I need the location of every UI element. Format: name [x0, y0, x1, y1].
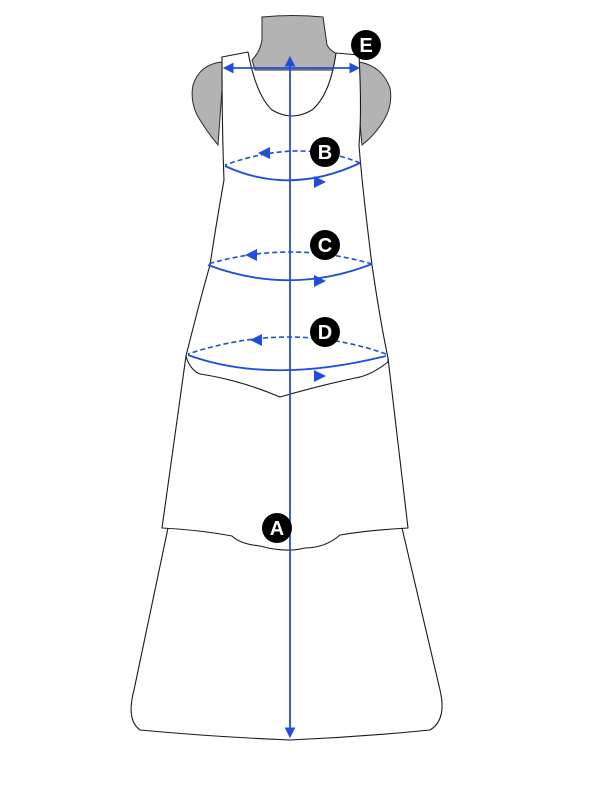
badge-waist-label: C: [318, 235, 332, 257]
dress-skirt: [130, 527, 443, 741]
badge-hip-circle: [310, 317, 340, 347]
badge-length: A: [262, 513, 292, 543]
arrowhead-hip-back: [250, 334, 262, 346]
badge-hip-label: D: [318, 322, 332, 344]
badge-hip: D: [310, 317, 340, 347]
badge-length-circle: [262, 513, 292, 543]
arrowhead-hip-front: [314, 370, 326, 382]
arrowhead-waist-back: [245, 249, 257, 261]
badge-shoulder-circle: [351, 30, 381, 60]
measure-waist-back: [207, 251, 373, 265]
arrowhead-bust-front: [314, 176, 326, 188]
badge-bust-label: B: [318, 142, 332, 164]
badge-bust: B: [310, 137, 340, 167]
badge-shoulder-label: E: [359, 35, 372, 57]
measure-hip-front: [187, 354, 387, 372]
badge-waist: C: [310, 230, 340, 260]
measure-hip-back: [187, 336, 387, 355]
dress-form: [191, 15, 392, 147]
measure-bust-front: [224, 162, 361, 182]
badge-shoulder: E: [351, 30, 381, 60]
badge-waist-circle: [310, 230, 340, 260]
badge-bust-circle: [310, 137, 340, 167]
arrowhead-bust-back: [258, 147, 270, 159]
arrowhead-waist-front: [314, 275, 326, 287]
measure-bust-back: [224, 150, 361, 166]
dress: [130, 51, 443, 741]
badge-length-label: A: [270, 518, 284, 540]
mannequin-right-shoulder: [356, 61, 392, 146]
measure-waist-front: [207, 263, 373, 282]
mannequin-left-shoulder: [191, 61, 223, 147]
measurement-lines: [187, 55, 387, 739]
